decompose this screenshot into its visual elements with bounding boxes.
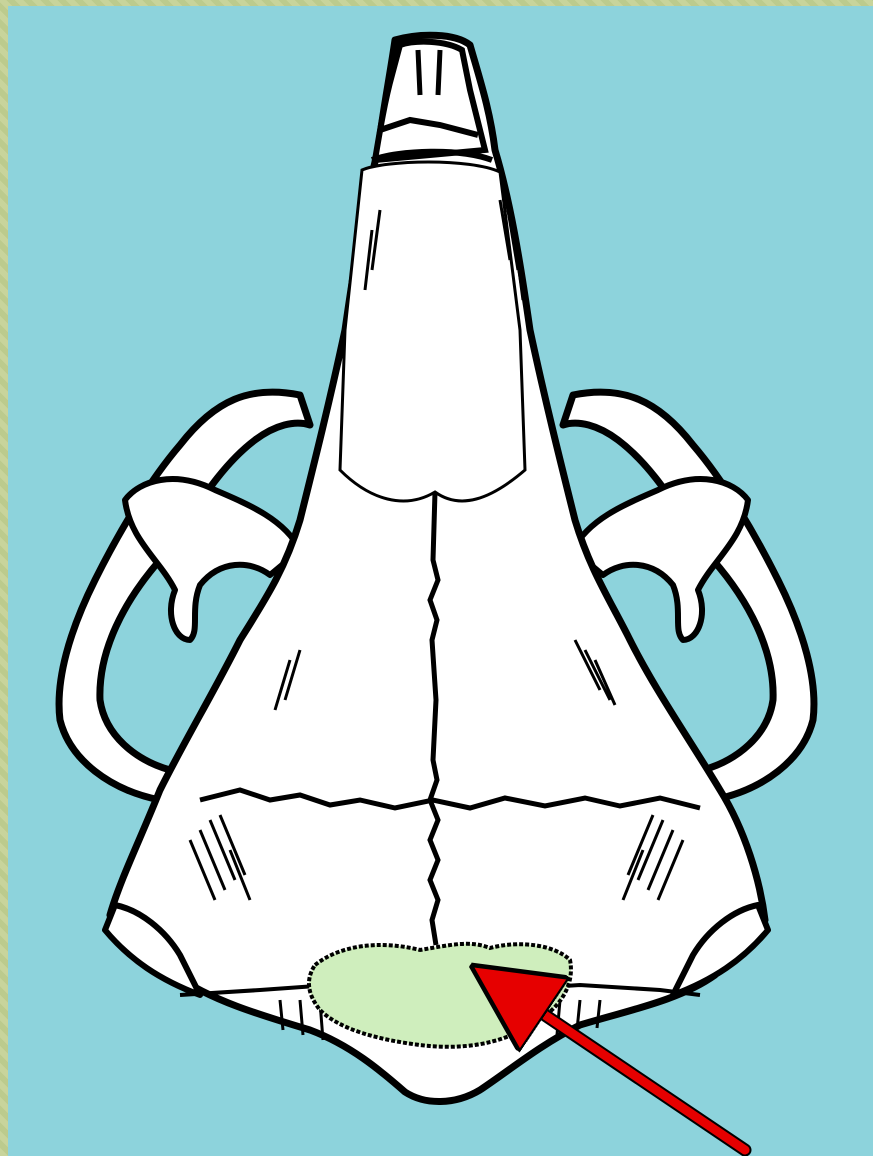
nasal-bones <box>340 162 525 501</box>
